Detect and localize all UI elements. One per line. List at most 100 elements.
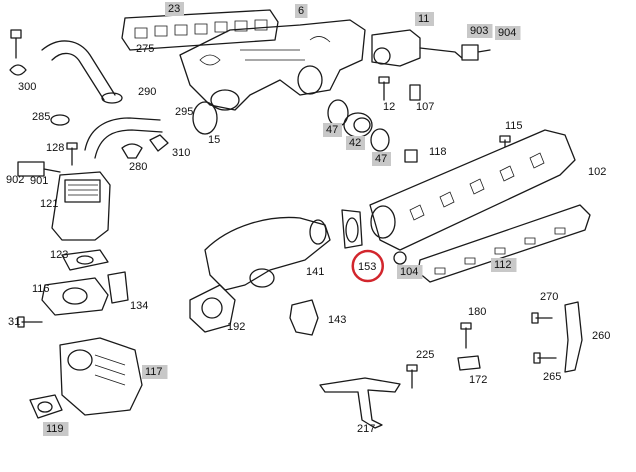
callout-label-text: 290 <box>138 86 156 98</box>
callout-label-295: 295 <box>175 106 193 118</box>
callout-label-23: 23 <box>165 2 184 16</box>
callout-label-47a: 47 <box>323 123 342 137</box>
callout-label-119: 119 <box>43 422 69 436</box>
part-192-gasket <box>189 284 236 333</box>
callout-label-310: 310 <box>172 147 190 159</box>
callout-label-285: 285 <box>32 111 50 123</box>
callout-label-text: 47 <box>375 153 387 165</box>
callout-label-275: 275 <box>136 43 154 55</box>
callout-label-box <box>346 136 365 150</box>
callout-label-box <box>295 4 308 18</box>
callout-label-112: 112 <box>491 258 517 272</box>
callout-label-290: 290 <box>138 86 156 98</box>
callout-label-text: 128 <box>46 142 64 154</box>
callout-label-217: 217 <box>357 423 375 435</box>
part-118 <box>404 149 418 163</box>
callout-label-text: 23 <box>168 3 180 15</box>
part-141-pipe <box>204 216 331 291</box>
callout-label-143: 143 <box>328 314 346 326</box>
callout-label-text: 31 <box>8 316 20 328</box>
callout-label-text: 102 <box>588 166 606 178</box>
part-285-clamp <box>50 114 70 126</box>
callout-label-text: 117 <box>145 366 163 378</box>
part-102-manifold <box>369 129 576 251</box>
callout-label-904: 904 <box>495 26 521 40</box>
callout-label-141: 141 <box>306 266 324 278</box>
callout-label-text: 172 <box>469 374 487 386</box>
part-12-bolt <box>378 76 390 101</box>
part-134-gasket <box>107 271 129 304</box>
callout-label-260: 260 <box>592 330 610 342</box>
callout-label-text: 12 <box>383 101 395 113</box>
callout-label-text: 904 <box>498 27 516 39</box>
callout-label-153: 153 <box>358 261 376 273</box>
callout-label-box <box>397 265 423 279</box>
part-153-gasket <box>341 209 363 249</box>
part-116-housing <box>41 277 109 316</box>
part-117-egr-cooler <box>59 337 143 416</box>
callout-label-box <box>165 2 184 16</box>
callout-label-121: 121 <box>40 198 58 210</box>
callout-label-270: 270 <box>540 291 558 303</box>
callout-label-text: 134 <box>130 300 148 312</box>
callout-label-128: 128 <box>46 142 64 154</box>
callout-label-12: 12 <box>383 101 395 113</box>
callout-label-172: 172 <box>469 374 487 386</box>
part-225-bolt <box>406 364 418 389</box>
callout-label-117: 117 <box>142 365 168 379</box>
callout-label-300: 300 <box>18 81 36 93</box>
callout-label-text: 310 <box>172 147 190 159</box>
part-123-gasket <box>61 249 109 271</box>
callout-label-box <box>467 24 493 38</box>
part-265-bolt <box>533 352 557 364</box>
part-172-plate <box>457 355 481 371</box>
callout-label-text: 118 <box>429 146 447 158</box>
callout-label-115: 115 <box>505 120 523 132</box>
part-121-egr-valve <box>51 171 111 241</box>
callout-label-280: 280 <box>129 161 147 173</box>
callout-label-text: 260 <box>592 330 610 342</box>
callout-label-text: 141 <box>306 266 324 278</box>
callout-label-11: 11 <box>415 12 434 26</box>
callout-label-box <box>372 152 391 166</box>
callout-label-265: 265 <box>543 371 561 383</box>
callout-label-text: 270 <box>540 291 558 303</box>
callout-label-104: 104 <box>397 265 423 279</box>
part-47-ring-b <box>370 128 390 152</box>
callout-label-text: 225 <box>416 349 434 361</box>
part-107-sensor <box>409 84 421 101</box>
part-903-connector <box>461 44 491 61</box>
part-295-hose <box>84 117 163 159</box>
callout-label-text: 295 <box>175 106 193 118</box>
part-270-bolt <box>531 312 553 324</box>
callout-label-text: 280 <box>129 161 147 173</box>
part-310-clip <box>149 134 169 152</box>
callout-label-text: 192 <box>227 321 245 333</box>
callout-label-text: 107 <box>416 101 434 113</box>
callout-label-107: 107 <box>416 101 434 113</box>
callout-label-text: 265 <box>543 371 561 383</box>
callout-label-box <box>415 12 434 26</box>
callout-label-text: 300 <box>18 81 36 93</box>
callout-label-text: 903 <box>470 25 488 37</box>
callout-label-text: 119 <box>46 423 64 435</box>
part-280-clip <box>121 143 143 159</box>
callout-label-901: 901 <box>30 175 48 187</box>
callout-label-text: 285 <box>32 111 50 123</box>
part-180-bolt <box>460 322 472 349</box>
callout-label-6: 6 <box>295 4 308 18</box>
callout-label-text: 112 <box>494 259 512 271</box>
callout-label-box <box>323 123 342 137</box>
callout-label-text: 143 <box>328 314 346 326</box>
callout-label-192: 192 <box>227 321 245 333</box>
callout-label-text: 275 <box>136 43 154 55</box>
part-275-hose <box>41 40 116 101</box>
callout-label-123: 123 <box>50 249 68 261</box>
callout-label-102: 102 <box>588 166 606 178</box>
part-300-bolt <box>9 29 27 76</box>
callout-label-text: 104 <box>400 266 418 278</box>
callout-label-180: 180 <box>468 306 486 318</box>
callout-label-text: 121 <box>40 198 58 210</box>
